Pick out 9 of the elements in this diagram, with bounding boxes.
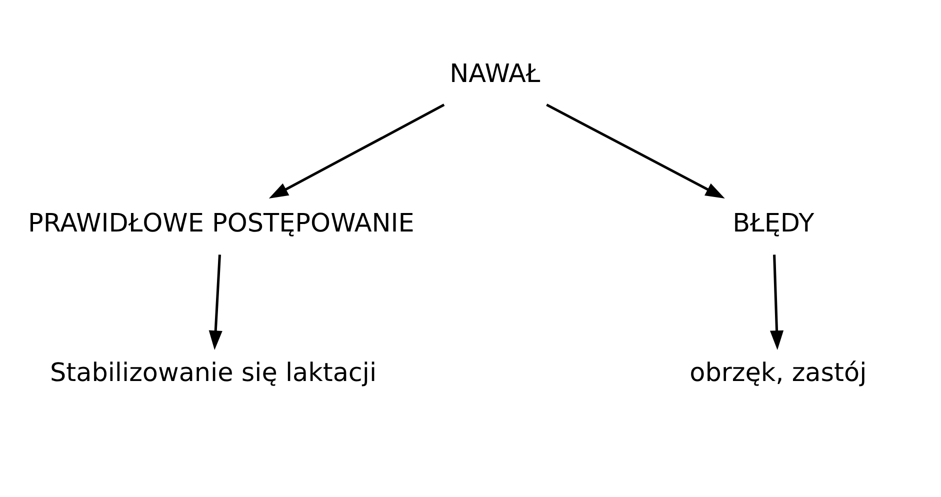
node-text: NAWAŁ (450, 59, 540, 90)
arrow (546, 104, 725, 198)
arrow (268, 104, 445, 199)
node-text: PRAWIDŁOWE POSTĘPOWANIE (28, 208, 414, 239)
arrow (770, 254, 784, 350)
node-text: BŁĘDY (732, 208, 814, 239)
node-text: obrzęk, zastój (690, 358, 867, 388)
arrow (208, 254, 222, 350)
node-text: Stabilizowanie się laktacji (50, 358, 377, 388)
